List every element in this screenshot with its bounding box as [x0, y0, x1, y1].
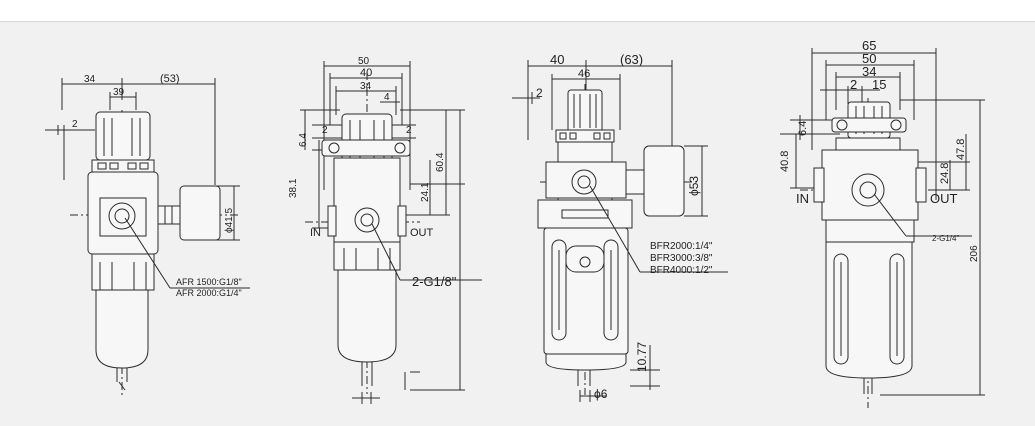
bfr-dim-53: ϕ53 — [687, 176, 701, 196]
big-dim-206: 206 — [969, 245, 980, 262]
big-dim-40-8: 40.8 — [779, 151, 791, 172]
big-text: 65 50 34 2 15 6.4 40.8 24.8 47.8 206 IN … — [779, 38, 980, 262]
fr-dim-4: 4 — [384, 92, 390, 103]
afr-dim-39: 39 — [113, 87, 125, 98]
fr-dim-24-1: 24.1 — [420, 182, 431, 202]
fr-dim-40: 40 — [360, 67, 372, 79]
fr-in-label: IN — [310, 227, 321, 239]
big-in-label: IN — [796, 191, 809, 206]
bfr-dim-2: 2 — [536, 86, 543, 100]
bfr-dim-46: 46 — [578, 68, 590, 80]
fr-dim-50: 50 — [358, 56, 370, 67]
bfr-drawing — [512, 60, 728, 402]
afr-drawing — [45, 78, 250, 395]
fr-drawing — [300, 61, 482, 404]
big-dim-24-8: 24.8 — [939, 163, 951, 184]
fr-dim-2-right: 2 — [406, 125, 412, 136]
afr-dim-34: 34 — [84, 74, 96, 85]
afr-text: 34 (53) 39 2 ϕ41.5 AFR 1500:G1/8" AFR 20… — [72, 73, 242, 298]
fr-out-label: OUT — [410, 227, 434, 239]
bfr-label-4000: BFR4000:1/2" — [650, 265, 713, 276]
bfr-text: 40 (63) 46 2 ϕ53 10.77 ϕ6 BFR2000:1/4" B… — [536, 52, 713, 401]
big-dim-50: 50 — [862, 51, 876, 66]
afr-dim-2: 2 — [72, 119, 78, 130]
big-out-label: OUT — [930, 191, 958, 206]
fr-dim-38-1: 38.1 — [288, 178, 299, 198]
bfr-dim-6: ϕ6 — [594, 387, 608, 401]
fr-port-label: 2-G1/8" — [412, 274, 457, 289]
big-dim-65: 65 — [862, 38, 876, 53]
big-dim-6-4: 6.4 — [797, 121, 809, 136]
bfr-label-2000: BFR2000:1/4" — [650, 241, 713, 252]
fr-text: 50 40 34 4 2 2 6.4 38.1 60.4 24.1 IN OUT… — [288, 56, 457, 289]
big-dim-15: 15 — [872, 77, 886, 92]
fr-dim-2-left: 2 — [322, 125, 328, 136]
bfr-label-3000: BFR3000:3/8" — [650, 253, 713, 264]
big-dim-2: 2 — [850, 77, 857, 92]
fr-dim-60-4: 60.4 — [435, 152, 446, 172]
afr-dim-41-5: ϕ41.5 — [224, 207, 235, 233]
big-drawing — [780, 48, 985, 408]
big-dim-34: 34 — [862, 64, 876, 79]
afr-dim-53: (53) — [160, 73, 180, 85]
bfr-dim-40: 40 — [550, 52, 564, 67]
fr-dim-6-4: 6.4 — [298, 133, 309, 147]
afr-label-1500: AFR 1500:G1/8" — [176, 277, 242, 287]
bfr-dim-10-77: 10.77 — [635, 342, 649, 372]
big-dim-47-8: 47.8 — [955, 139, 967, 160]
bfr-dim-63: (63) — [620, 52, 643, 67]
big-port-label: 2-G1/4" — [932, 234, 959, 243]
afr-label-2000: AFR 2000:G1/4" — [176, 288, 242, 298]
fr-dim-34: 34 — [360, 81, 372, 92]
top-divider — [0, 21, 1035, 22]
